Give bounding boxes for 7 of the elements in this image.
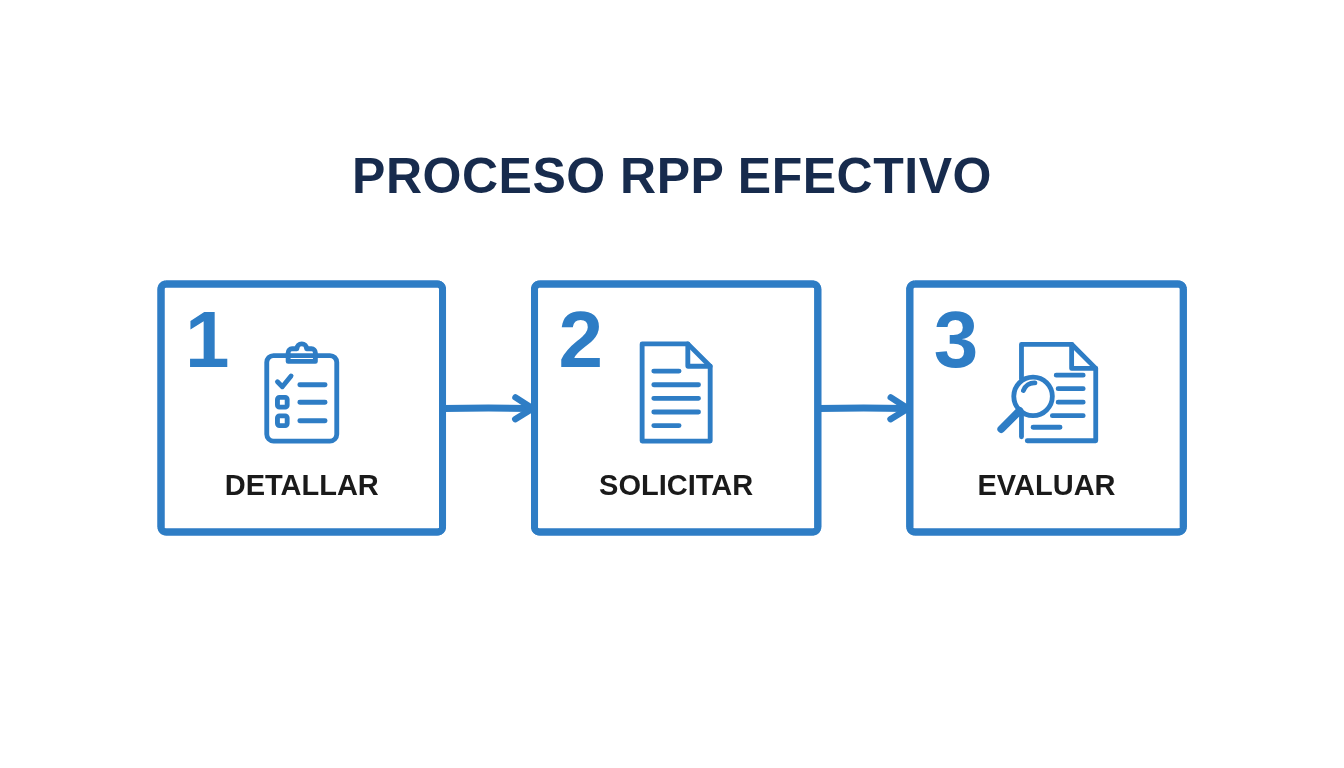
step-number: 3 (933, 304, 979, 376)
title: PROCESO RPP EFECTIVO (352, 147, 992, 206)
step-label: EVALUAR (977, 470, 1116, 502)
step-number: 1 (184, 304, 230, 376)
step-label: SOLICITAR (598, 470, 754, 502)
step-number: 2 (558, 304, 603, 376)
step-label: DETALLAR (224, 470, 379, 502)
